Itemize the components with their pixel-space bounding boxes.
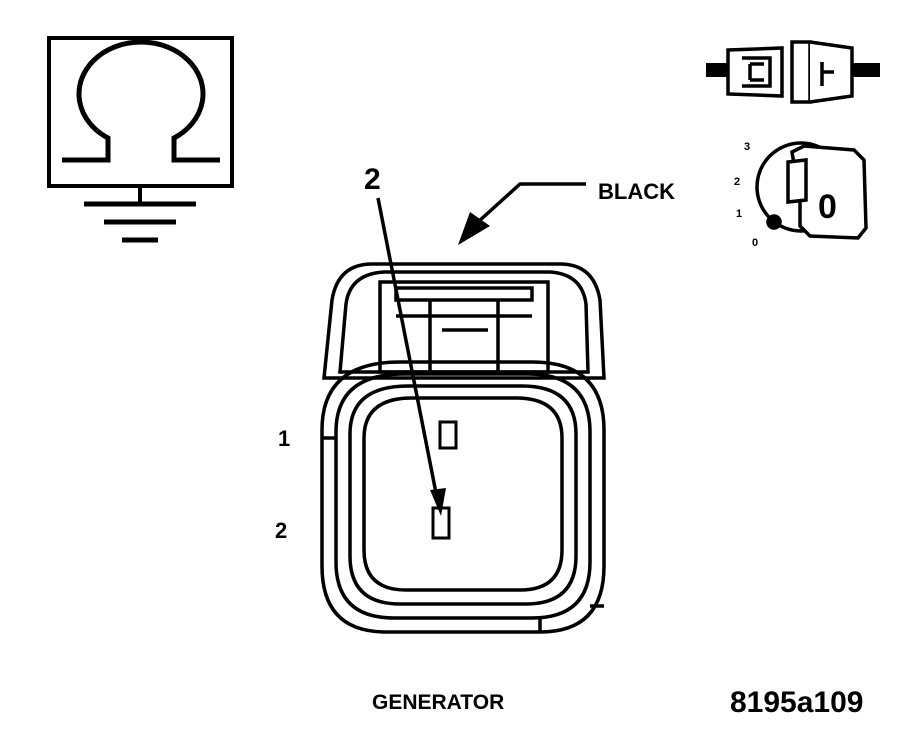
ignition-position-2: 2 xyxy=(734,176,740,188)
ignition-key-label: 0 xyxy=(818,188,837,226)
connector-disconnect-icon xyxy=(706,40,880,104)
connector-pin-1 xyxy=(438,420,458,450)
ohm-meter-ground-icon xyxy=(47,36,234,243)
component-name: GENERATOR xyxy=(372,691,504,714)
ignition-position-0: 0 xyxy=(752,237,758,249)
ignition-position-3: 3 xyxy=(744,141,750,153)
callout-leader-arrow xyxy=(376,197,446,516)
ignition-position-1: 1 xyxy=(736,208,742,220)
pin-label-1: 1 xyxy=(278,426,290,451)
pin-label-2: 2 xyxy=(275,518,287,543)
generator-connector xyxy=(320,262,606,634)
figure-id: 8195a109 xyxy=(730,686,863,719)
color-leader-arrow xyxy=(458,182,586,245)
callout-pin-number: 2 xyxy=(364,163,381,196)
ignition-key-off-icon xyxy=(755,141,868,240)
connector-color-label: BLACK xyxy=(598,179,675,204)
